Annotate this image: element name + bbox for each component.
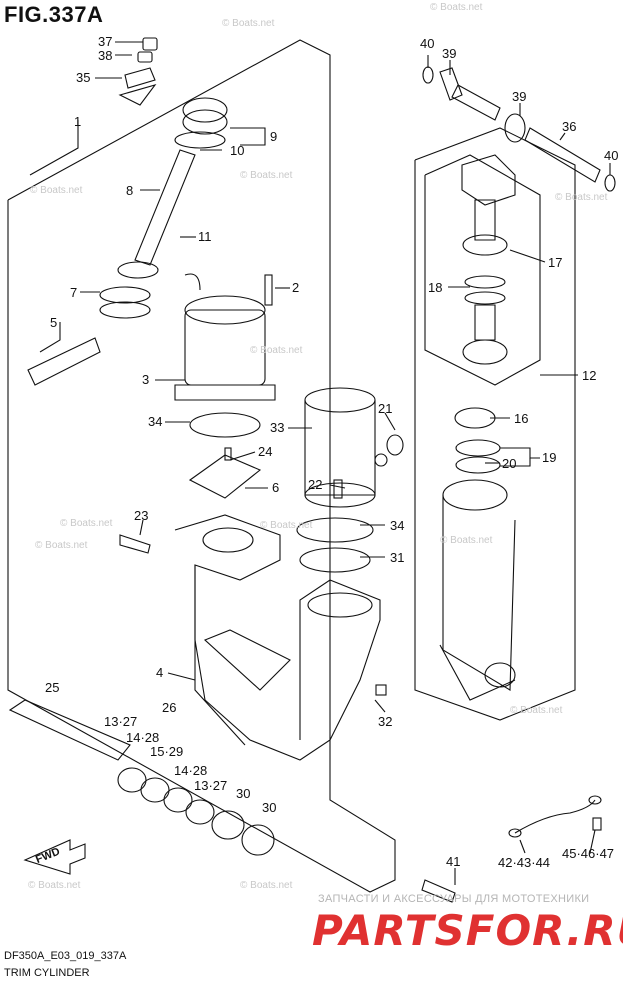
callout-19: 19	[542, 450, 556, 465]
watermark: © Boats.net	[440, 535, 493, 546]
watermark: © Boats.net	[260, 520, 313, 531]
watermark: © Boats.net	[555, 192, 608, 203]
callout-32: 32	[378, 714, 392, 729]
callout-39-a: 39	[442, 46, 456, 61]
callout-23: 23	[134, 508, 148, 523]
callout-40-b: 40	[604, 148, 618, 163]
callout-14-28: 14·28	[126, 730, 159, 745]
callout-5: 5	[50, 315, 57, 330]
callout-45-46-47: 45·46·47	[562, 846, 614, 861]
watermark: © Boats.net	[510, 705, 563, 716]
callout-25: 25	[45, 680, 59, 695]
callout-13-27: 13·27	[104, 714, 137, 729]
callout-40-a: 40	[420, 36, 434, 51]
callout-15-29: 15·29	[150, 744, 183, 759]
callout-41: 41	[446, 854, 460, 869]
callout-20: 20	[502, 456, 516, 471]
callout-33: 33	[270, 420, 284, 435]
callout-35: 35	[76, 70, 90, 85]
watermark: © Boats.net	[240, 170, 293, 181]
callout-26: 26	[162, 700, 176, 715]
callout-17: 17	[548, 255, 562, 270]
callout-37: 37	[98, 34, 112, 49]
callout-38: 38	[98, 48, 112, 63]
diagram-title: TRIM CYLINDER	[4, 967, 90, 979]
promo-text: ЗАПЧАСТИ И АКСЕССУАРЫ ДЛЯ МОТОТЕХНИКИ	[318, 893, 590, 905]
callout-4: 4	[156, 665, 163, 680]
watermark: © Boats.net	[28, 880, 81, 891]
callout-18: 18	[428, 280, 442, 295]
callout-11: 11	[198, 229, 212, 244]
callout-30-a: 30	[236, 786, 250, 801]
fwd-label: FWD	[34, 845, 62, 866]
callout-8: 8	[126, 183, 133, 198]
callout-14-28-b: 14·28	[174, 763, 207, 778]
callout-6: 6	[272, 480, 279, 495]
callout-42-43-44: 42·43·44	[498, 855, 550, 870]
figure-number: FIG.337A	[4, 2, 104, 27]
callout-31: 31	[390, 550, 404, 565]
callout-24: 24	[258, 444, 272, 459]
callout-12: 12	[582, 368, 596, 383]
frame-outline-left	[7, 39, 396, 893]
callout-3: 3	[142, 372, 149, 387]
callout-10: 10	[230, 143, 244, 158]
watermark: © Boats.net	[35, 540, 88, 551]
callout-9: 9	[270, 129, 277, 144]
frame-outline-right	[414, 127, 576, 721]
callout-1: 1	[74, 114, 81, 129]
callout-13-27-b: 13·27	[194, 778, 227, 793]
callout-36: 36	[562, 119, 576, 134]
callout-2: 2	[292, 280, 299, 295]
callout-16: 16	[514, 411, 528, 426]
watermark: © Boats.net	[30, 185, 83, 196]
callout-39-b: 39	[512, 89, 526, 104]
drawing-code: DF350A_E03_019_337A	[4, 950, 127, 962]
callout-21: 21	[378, 401, 392, 416]
watermark: © Boats.net	[430, 2, 483, 13]
watermark: © Boats.net	[250, 345, 303, 356]
callout-22: 22	[308, 477, 322, 492]
callout-30-b: 30	[262, 800, 276, 815]
frame-outline-rod	[424, 154, 541, 386]
callout-7: 7	[70, 285, 77, 300]
callout-34-b: 34	[390, 518, 404, 533]
watermark: © Boats.net	[222, 18, 275, 29]
watermark: © Boats.net	[60, 518, 113, 529]
watermark: © Boats.net	[240, 880, 293, 891]
brand-logo: PARTSFOR.RU	[312, 906, 623, 955]
callout-34: 34	[148, 414, 162, 429]
